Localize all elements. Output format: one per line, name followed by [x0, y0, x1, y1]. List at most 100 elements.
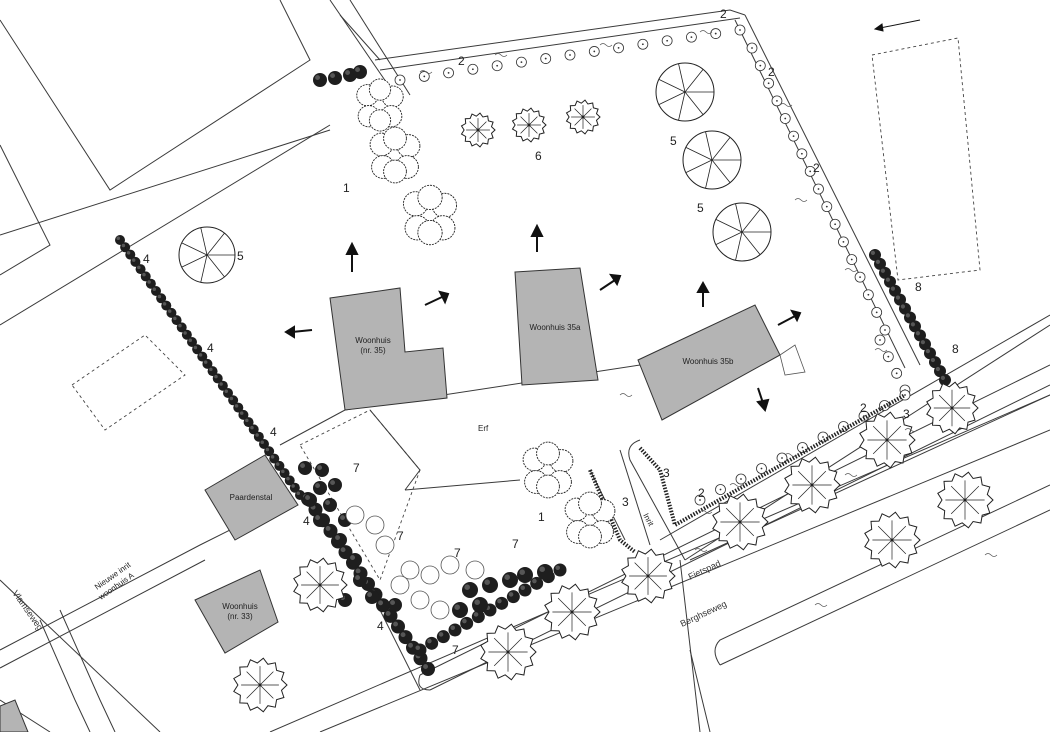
tree-crown: [859, 411, 916, 469]
dark-shrub: [228, 395, 239, 406]
hedge-shrub: [754, 60, 766, 72]
dark-shrub: [462, 582, 478, 598]
tree-crown: [460, 112, 496, 148]
grass-mark: [874, 348, 888, 352]
arrow-icon: [345, 241, 359, 272]
dark-shrub: [934, 365, 946, 378]
tree-crown: [564, 491, 616, 549]
number-2-label: 2: [698, 486, 705, 500]
dark-shrub: [161, 300, 172, 311]
tree-crown: [682, 130, 742, 190]
arrow-icon: [696, 280, 710, 307]
dark-shrub: [376, 598, 390, 613]
arrow-icon: [530, 223, 544, 252]
dark-shrub: [264, 446, 275, 457]
arrow-icon: [873, 19, 921, 32]
dark-shrub: [212, 373, 223, 384]
dark-shrub: [388, 598, 402, 612]
number-4-label: 4: [143, 252, 150, 266]
number-4-label: 4: [270, 425, 277, 439]
number-4-label: 4: [207, 341, 214, 355]
hedge-shrub: [734, 24, 746, 36]
shrub-crown: [365, 515, 385, 535]
dark-shrub: [353, 573, 367, 587]
hedge-shrub: [846, 254, 858, 265]
dark-shrub: [233, 402, 244, 413]
number-3-label: 3: [903, 407, 910, 421]
grass-mark: [844, 473, 858, 477]
grass-mark: [694, 548, 708, 552]
dark-shrub: [328, 478, 342, 492]
hedge-shrub: [715, 484, 726, 495]
arrow-icon: [599, 273, 622, 291]
dark-shrub: [259, 439, 269, 449]
dark-shrub: [879, 266, 891, 279]
dark-shrub: [471, 610, 485, 624]
dark-shrub: [120, 242, 131, 253]
dark-shrub: [460, 616, 474, 630]
hedge-shrub: [763, 77, 775, 89]
number-2-label: 2: [860, 401, 867, 415]
tree-crown: [712, 202, 772, 262]
dark-shrub: [421, 662, 435, 676]
number-5-label: 5: [697, 201, 704, 215]
dark-shrub: [323, 523, 338, 538]
woonhuis-33-label-1: Woonhuis: [222, 602, 257, 611]
grass-mark: [844, 268, 858, 272]
hedge-shrub: [746, 42, 758, 54]
woonhuis-33-building: [194, 569, 279, 654]
grass-mark: [984, 553, 998, 557]
dark-shrub: [904, 311, 916, 324]
hedge-shrub: [829, 218, 841, 230]
hedge-shrub: [771, 95, 783, 107]
building-labels: Woonhuis (nr. 35) Woonhuis 35a Woonhuis …: [222, 323, 734, 621]
shrub-crown: [430, 600, 450, 620]
tree-crown: [369, 126, 421, 184]
vlamseweg-label: Vlamseweg: [10, 588, 45, 632]
buildings: [194, 267, 806, 654]
dark-shrub: [939, 374, 951, 386]
tree-crown: [293, 557, 348, 613]
number-3-label: 3: [663, 466, 670, 480]
dark-shrub: [223, 388, 233, 398]
dark-shrub: [313, 73, 327, 87]
woonhuis-35-building: [329, 287, 448, 411]
erf-label: Erf: [478, 424, 489, 433]
dark-shrub: [338, 545, 353, 560]
dark-shrub: [187, 337, 197, 347]
number-5-label: 5: [237, 249, 244, 263]
tree-crown: [233, 657, 288, 713]
number-7-label: 7: [397, 529, 404, 543]
dark-shrub: [914, 329, 926, 342]
fietspad-label: Fietspad: [687, 558, 723, 582]
dark-shrub: [289, 482, 300, 493]
hedge-shrub: [871, 306, 883, 318]
grass-mark: [729, 483, 743, 487]
direction-arrows: [284, 19, 921, 413]
arrow-icon: [424, 290, 450, 306]
hedge-shrub: [564, 49, 576, 61]
trees: [178, 62, 994, 713]
dark-shrub: [365, 590, 379, 604]
number-4-label: 4: [303, 514, 310, 528]
hedge-shrub: [418, 71, 430, 82]
grass-mark: [699, 510, 713, 514]
dark-shrub: [192, 344, 203, 355]
hedge-shrub: [882, 351, 894, 363]
dark-shrub: [303, 493, 317, 507]
tree-crown: [937, 471, 994, 529]
hedge-shrub: [756, 463, 767, 474]
dark-shrub: [274, 460, 285, 471]
hedge-shrub: [540, 53, 552, 64]
dark-shrub: [502, 572, 518, 588]
dark-shrub: [348, 553, 362, 567]
number-2-label: 2: [458, 54, 465, 68]
tree-crown: [356, 78, 404, 132]
dark-shrub: [884, 275, 896, 288]
legend-numbers: 1 1 2 2 2 2 2 2 3 3 3 4 4 4 4 4 5 5 5 6 …: [143, 7, 959, 657]
hedge-shrub: [862, 289, 874, 301]
hedge-shrub: [838, 236, 849, 248]
hedge-shrub: [443, 67, 454, 79]
shrub-crown: [400, 560, 420, 580]
woonhuis-33-label-2: (nr. 33): [227, 612, 253, 621]
